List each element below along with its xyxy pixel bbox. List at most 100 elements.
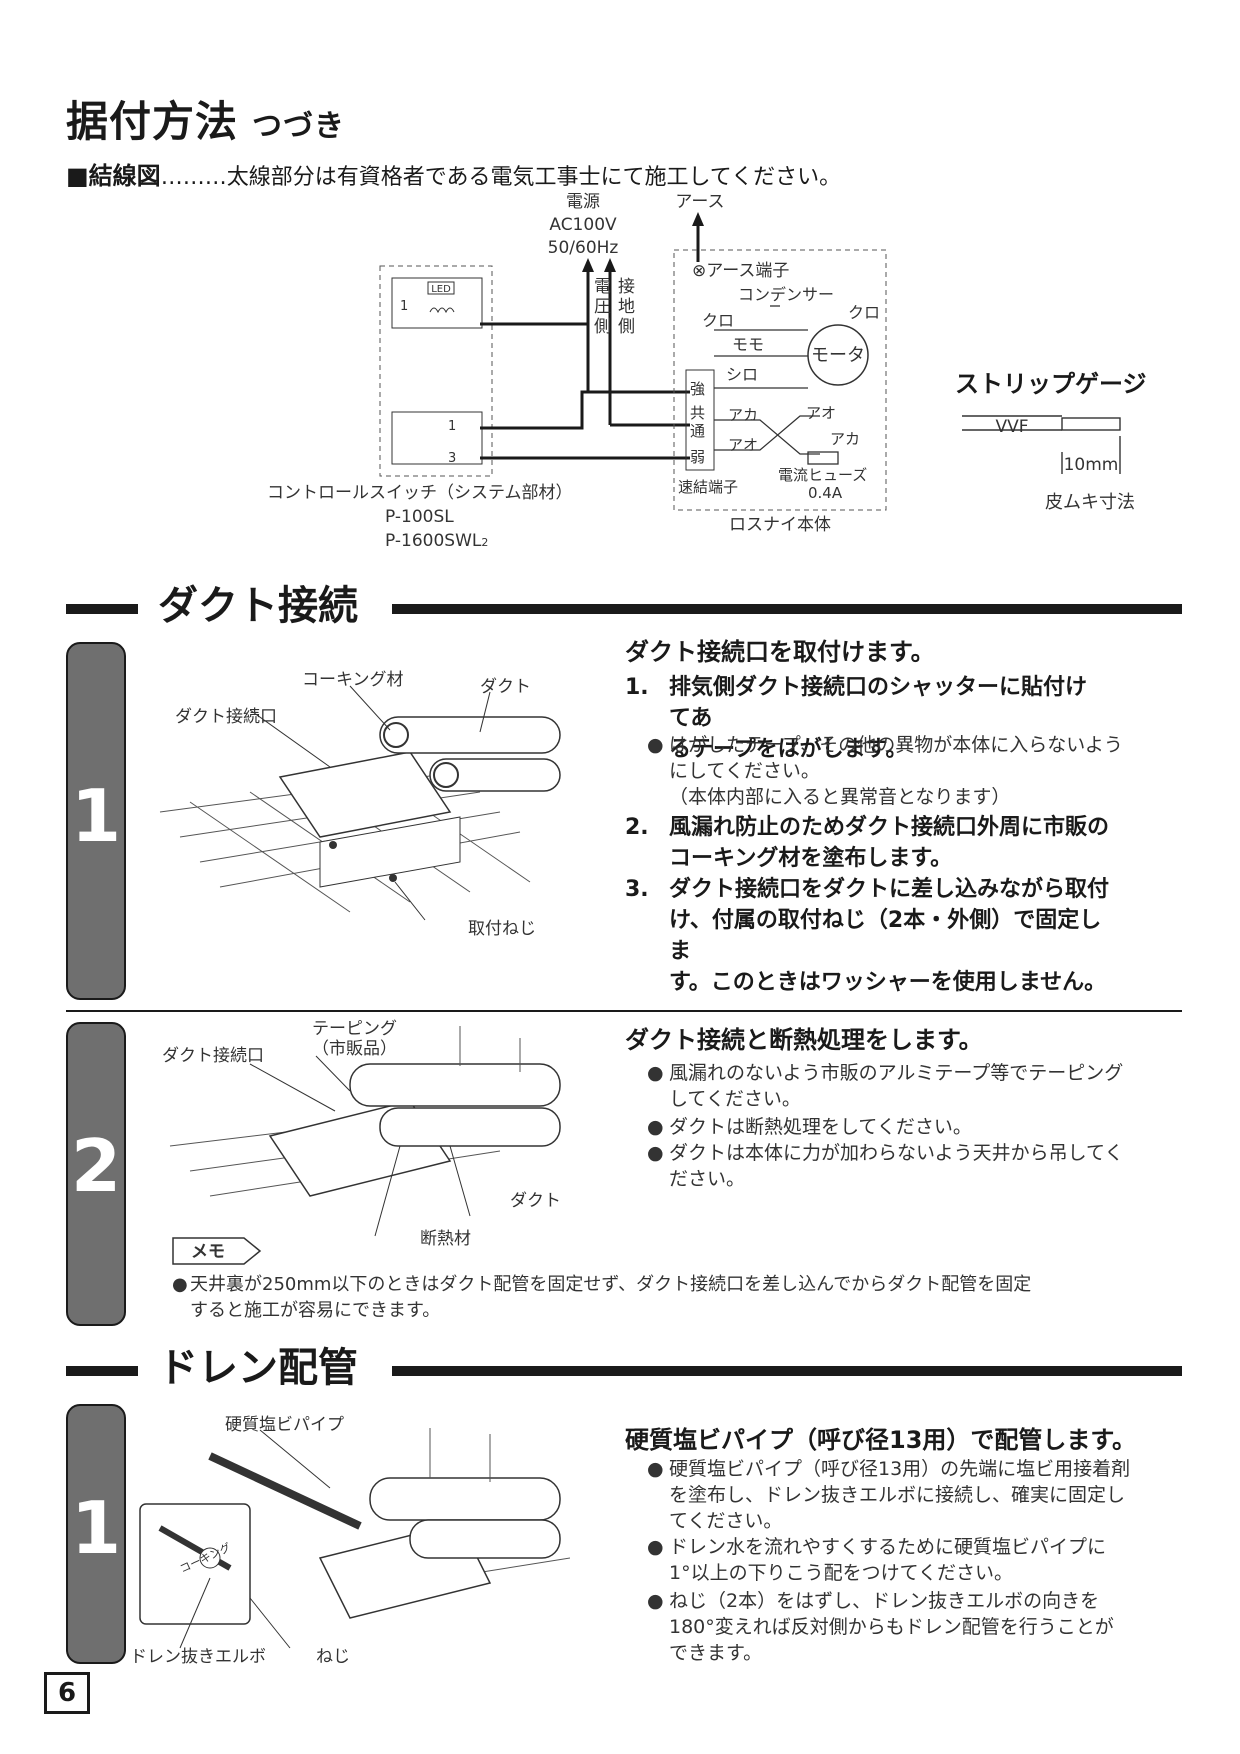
- wire-ao-1: アオ: [806, 404, 836, 422]
- arrow-up-icon: [582, 258, 594, 272]
- switch-terminal-1: 1: [448, 419, 456, 434]
- voltage-side-3: 側: [594, 317, 611, 337]
- bullet-line: 硬質塩ビパイプ（呼び径13用）の先端に塩ビ用接着剤: [669, 1458, 1131, 1480]
- strip-gauge-title: ストリップゲージ: [955, 370, 1147, 398]
- wire-kuro-1: クロ: [702, 311, 734, 330]
- step-2-bullet-2: ● ダクトは断熱処理をしてください。: [647, 1114, 1187, 1142]
- drain-bullet-2: ● ドレン水を流れやすくするために硬質塩ビパイプに 1°以上の下りこう配をつけてく…: [647, 1534, 1187, 1588]
- wiring-dots: ………: [160, 165, 227, 190]
- item-number: 1.: [625, 675, 649, 700]
- step-1-number: 1: [70, 774, 122, 858]
- voltage-side-2: 圧: [594, 297, 611, 317]
- bullet-line: にしてください。: [669, 760, 820, 782]
- earth-terminal-label: ⊗アース端子: [692, 261, 789, 281]
- bullet-line: はがしたテープ、その他の異物が本体に入らないよう: [669, 734, 1123, 756]
- step-2-badge: 2: [66, 1022, 126, 1326]
- wiring-heading: ■結線図………太線部分は有資格者である電気工事士にて施工してください。: [66, 156, 841, 191]
- step-1-item-2: 2. 風漏れ防止のためダクト接続口外周に市販のコーキング材を塗布します。: [625, 812, 1185, 876]
- fuse-label: 電流ヒューズ: [778, 466, 867, 484]
- section-drain-header: ドレン配管: [66, 1344, 1182, 1392]
- voltage-side-1: 電: [594, 277, 611, 297]
- wire-aka-2: アカ: [830, 430, 860, 448]
- drain-pipe-illustration: コーキング 硬質塩ビパイプ ドレン抜きエルボ ねじ: [130, 1415, 570, 1667]
- control-switch-label: コントロールスイッチ（システム部材）: [267, 483, 573, 503]
- ground-side-2: 地: [618, 297, 635, 317]
- duct-port-illustration: コーキング材 ダクト ダクト接続口 取付ねじ: [159, 670, 561, 939]
- condenser-label: コンデンサー: [738, 285, 834, 304]
- wiring-heading-label: ■結線図: [66, 162, 161, 190]
- label-insulation: 断熱材: [420, 1229, 471, 1249]
- led-terminal-1: 1: [400, 299, 408, 314]
- terminal-weak: 弱: [690, 448, 705, 466]
- label-taping: テーピング: [312, 1019, 397, 1039]
- control-switch-box: [379, 265, 493, 477]
- step-1-item-3: 3. ダクト接続口をダクトに差し込みながら取付け、付属の取付ねじ（2本・外側）で…: [625, 874, 1185, 995]
- step-2-bullet-1: ● 風漏れのないよう市販のアルミテープ等でテーピングしてください。: [647, 1060, 1187, 1114]
- label-duct-port: ダクト接続口: [175, 707, 277, 727]
- item-line: 風漏れ防止のためダクト接続口外周に市販の: [669, 815, 1110, 840]
- strip-caption: 皮ムキ寸法: [1045, 492, 1135, 513]
- step-2-bullet-3: ● ダクトは本体に力が加わらないよう天井から吊してください。: [647, 1140, 1187, 1194]
- bullet-line: 1°以上の下りこう配をつけてください。: [669, 1562, 1014, 1584]
- bullet-dot-icon: ●: [647, 1458, 664, 1480]
- control-switch-model-2: P-1600SWL: [385, 531, 482, 551]
- item-line: ダクト接続口をダクトに差し込みながら取付: [669, 877, 1110, 902]
- bullet-dot-icon: ●: [647, 1590, 664, 1612]
- motor-icon: [807, 324, 869, 386]
- memo-line: すると施工が容易にできます。: [190, 1300, 441, 1321]
- quick-terminal-label: 速結端子: [678, 478, 738, 496]
- strip-length: 10mm: [1064, 455, 1119, 475]
- led-unit: [391, 277, 483, 329]
- label-caulk: コーキング材: [302, 670, 404, 690]
- model-subscript: 2: [481, 536, 488, 549]
- item-line: コーキング材を塗布します。: [669, 846, 953, 871]
- power-label: 電源: [566, 192, 600, 212]
- drain-step-1-title: 硬質塩ビパイプ（呼び径13用）で配管します。: [625, 1426, 1136, 1454]
- screw-icon: [329, 841, 337, 849]
- control-switch-model-1: P-100SL: [385, 507, 454, 527]
- ground-side-3: 側: [618, 317, 635, 337]
- page-title: 据付方法つづき: [66, 88, 345, 149]
- led-label: LED: [431, 284, 451, 295]
- bullet-line: （本体内部に入ると異常音となります）: [669, 786, 1011, 808]
- bullet-dot-icon: ●: [647, 1536, 664, 1558]
- power-freq: 50/60Hz: [548, 238, 619, 258]
- label-mount-screw: 取付ねじ: [468, 919, 536, 939]
- item-line: るテープをはがします。: [669, 737, 908, 762]
- divider: [66, 1010, 1182, 1012]
- duct-insulation-illustration: テーピング （市販品） ダクト接続口 ダクト 断熱材: [162, 1019, 561, 1249]
- title-main: 据付方法: [66, 97, 239, 146]
- memo-line: 天井裏が250mm以下のときはダクト配管を固定せず、ダクト接続口を差し込んでから…: [190, 1274, 1032, 1295]
- ground-side-1: 接: [618, 277, 635, 297]
- switch-terminal-3: 3: [448, 451, 456, 466]
- memo-tag: メモ: [172, 1237, 262, 1265]
- bullet-line: ださい。: [669, 1168, 746, 1190]
- bullet-line: ダクトは断熱処理をしてください。: [669, 1116, 972, 1138]
- wire-ao-2: アオ: [728, 436, 758, 454]
- arrow-up-icon: [604, 258, 616, 272]
- label-drain-elbow: ドレン抜きエルボ: [130, 1647, 266, 1667]
- bullet-line: してください。: [669, 1088, 801, 1110]
- power-voltage: AC100V: [549, 215, 617, 235]
- drain-step-1-badge: 1: [66, 1404, 126, 1664]
- bullet-dot-icon: ●: [647, 1142, 664, 1164]
- step-1-badge: 1: [66, 642, 126, 1000]
- section-duct-title: ダクト接続: [158, 583, 358, 629]
- step-1-title: ダクト接続口を取付けます。: [625, 638, 935, 666]
- item-line: す。このときはワッシャーを使用しません。: [669, 970, 1107, 995]
- step-1-item-1: 1. 排気側ダクト接続口のシャッターに貼付けてあるテープをはがします。: [625, 672, 1185, 762]
- bullet-line: ダクトは本体に力が加わらないよう天井から吊してく: [669, 1142, 1124, 1164]
- lossnay-body-label: ロスナイ本体: [729, 515, 831, 535]
- bullet-dot-icon: ●: [647, 1062, 664, 1084]
- bullet-line: ドレン水を流れやすくするために硬質塩ビパイプに: [669, 1536, 1107, 1558]
- title-sub: つづき: [252, 109, 346, 144]
- lossnay-body-box: [673, 249, 887, 511]
- terminal-common-2: 通: [690, 422, 705, 440]
- item-number: 2.: [625, 815, 649, 840]
- svg-text:P-1600SWL2: P-1600SWL2: [385, 531, 488, 551]
- wire-shiro: シロ: [726, 365, 758, 384]
- bullet-line: ねじ（2本）をはずし、ドレン抜きエルボの向きを: [669, 1590, 1100, 1612]
- bullet-line: 風漏れのないよう市販のアルミテープ等でテーピング: [669, 1062, 1124, 1084]
- memo-label: メモ: [191, 1242, 225, 1262]
- memo-text: ● 天井裏が250mm以下のときはダクト配管を固定せず、ダクト接続口を差し込んで…: [172, 1272, 1182, 1326]
